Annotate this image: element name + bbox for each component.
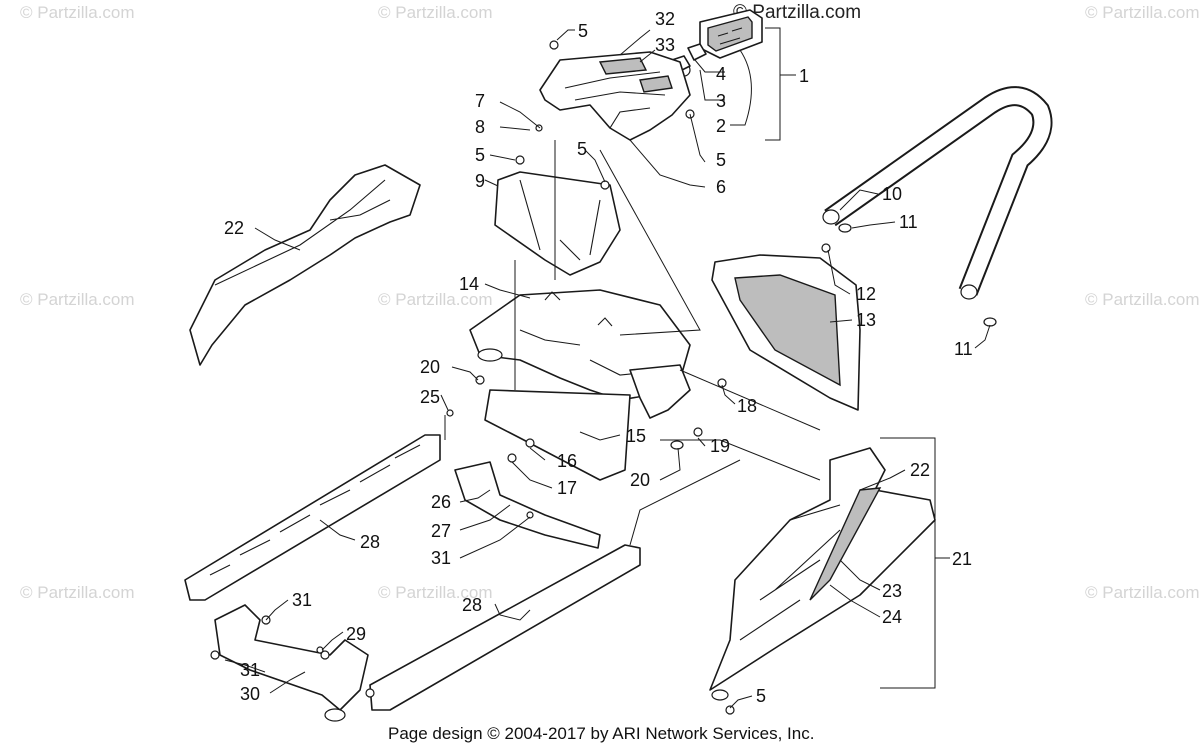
callout-16: 16 <box>557 451 577 471</box>
callout-9: 9 <box>475 171 485 191</box>
rear-trim-left <box>189 164 421 366</box>
watermark: © Partzilla.com <box>20 290 135 309</box>
callout-23: 23 <box>882 581 902 601</box>
callout-20: 20 <box>420 357 440 377</box>
callout-28: 28 <box>360 532 380 552</box>
callout-3: 3 <box>716 91 726 111</box>
callout-5: 5 <box>578 21 588 41</box>
callout-22: 22 <box>224 218 244 238</box>
bumper-rail-right <box>369 544 641 711</box>
callout-31: 31 <box>240 660 260 680</box>
callout-6: 6 <box>716 177 726 197</box>
rear-fender <box>469 289 691 419</box>
callout-19: 19 <box>710 436 730 456</box>
callout-33: 33 <box>655 35 675 55</box>
callout-26: 26 <box>431 492 451 512</box>
callout-8: 8 <box>475 117 485 137</box>
side-panel-assembly <box>709 447 936 691</box>
rear-flap-upper <box>494 171 621 276</box>
bracket-lower <box>210 604 375 722</box>
callout-31: 31 <box>431 548 451 568</box>
callout-22: 22 <box>910 460 930 480</box>
callout-11: 11 <box>954 339 973 359</box>
callout-30: 30 <box>240 684 260 704</box>
callout-24: 24 <box>882 607 902 627</box>
watermark: © Partzilla.com <box>1085 3 1200 22</box>
callout-5: 5 <box>716 150 726 170</box>
callout-21: 21 <box>952 549 972 569</box>
taillight-housing <box>539 51 691 141</box>
copyright-credit: Page design © 2004-2017 by ARI Network S… <box>388 724 814 743</box>
callout-4: 4 <box>716 64 726 84</box>
callout-29: 29 <box>346 624 366 644</box>
callout-10: 10 <box>882 184 902 204</box>
callout-5: 5 <box>577 139 587 159</box>
callout-28: 28 <box>462 595 482 615</box>
callout-13: 13 <box>856 310 876 330</box>
side-panel-right <box>711 254 861 411</box>
watermark: © Partzilla.com <box>378 290 493 309</box>
callout-12: 12 <box>856 284 876 304</box>
callout-5: 5 <box>475 145 485 165</box>
callout-labels: 1 2 3 4 5 5 5 5 5 6 7 8 9 10 11 11 12 13… <box>224 9 973 706</box>
bracket-right <box>454 461 601 549</box>
callout-17: 17 <box>557 478 577 498</box>
taillight-assembly <box>671 9 763 77</box>
bumper-rail-left <box>184 434 441 601</box>
callout-20: 20 <box>630 470 650 490</box>
callout-2: 2 <box>716 116 726 136</box>
leader-lines <box>224 27 991 709</box>
watermark: © Partzilla.com <box>1085 290 1200 309</box>
watermark: © Partzilla.com <box>20 3 135 22</box>
grab-bar <box>822 86 1053 300</box>
callout-32: 32 <box>655 9 675 29</box>
watermark: © Partzilla.com <box>378 583 493 602</box>
callout-25: 25 <box>420 387 440 407</box>
callout-14: 14 <box>459 274 479 294</box>
callout-1: 1 <box>799 66 809 86</box>
watermark: © Partzilla.com <box>378 3 493 22</box>
callout-5: 5 <box>756 686 766 706</box>
callout-18: 18 <box>737 396 757 416</box>
snow-flap <box>484 389 631 481</box>
callout-27: 27 <box>431 521 451 541</box>
callout-15: 15 <box>626 426 646 446</box>
watermark-top: © Partzilla.com <box>733 2 861 23</box>
watermark: © Partzilla.com <box>1085 583 1200 602</box>
callout-11: 11 <box>899 212 918 232</box>
callout-7: 7 <box>475 91 485 111</box>
callout-31: 31 <box>292 590 312 610</box>
watermark: © Partzilla.com <box>20 583 135 602</box>
